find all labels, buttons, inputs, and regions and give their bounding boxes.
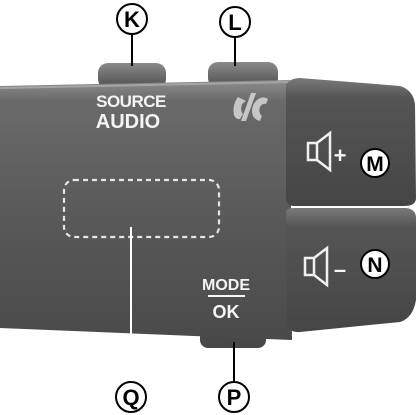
svg-text:L: L (228, 10, 241, 35)
label-q: Q (115, 381, 147, 413)
source-label-line1: SOURCE (96, 92, 166, 111)
button-k-knob (98, 63, 166, 89)
svg-text:M: M (366, 153, 384, 176)
mode-label-line2: OK (213, 302, 240, 322)
mode-label-line1: MODE (202, 277, 250, 294)
scroll-wheel-area (62, 178, 221, 239)
stalk-body (0, 80, 292, 340)
label-m: M (360, 148, 390, 178)
label-l: L (219, 6, 251, 38)
speaker-volume-up-icon (306, 130, 332, 173)
svg-text:P: P (227, 385, 242, 410)
label-n: N (360, 249, 390, 279)
label-k: K (116, 3, 148, 35)
volume-up-sign: + (334, 143, 347, 168)
svg-text:K: K (124, 7, 140, 32)
svg-text:Q: Q (122, 385, 139, 410)
label-p: P (218, 381, 250, 413)
volume-down-button (286, 208, 416, 333)
svg-text:N: N (367, 254, 382, 277)
source-label-line2: AUDIO (96, 111, 160, 133)
volume-up-button (286, 78, 416, 206)
phone-answer-hangup-icon (233, 93, 268, 121)
speaker-volume-down-icon (303, 245, 329, 288)
volume-down-sign: – (334, 257, 346, 282)
stalk-top-edge (0, 81, 291, 89)
